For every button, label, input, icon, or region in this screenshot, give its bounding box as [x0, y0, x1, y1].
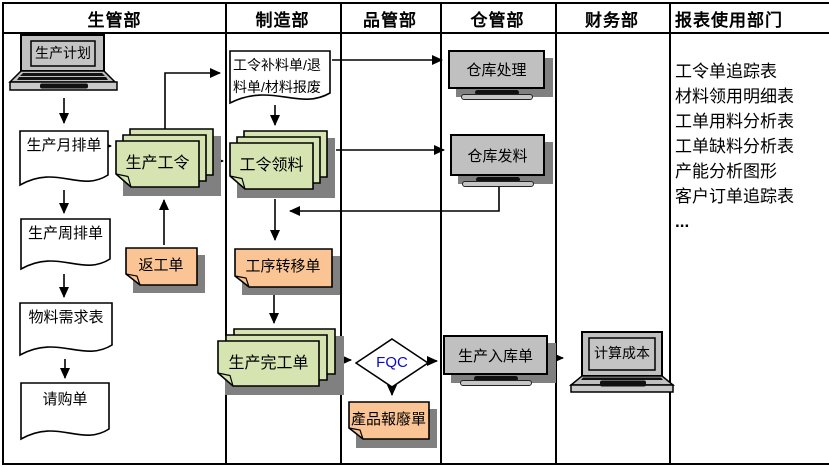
multi-document-shape	[115, 128, 221, 196]
reports-list: 工令单追踪表 材料领用明细表 工单用料分析表 工单缺料分析表 产能分析图形 客户…	[675, 59, 827, 234]
monthly-schedule-label: 生产月排单	[26, 137, 102, 154]
lane-header-manufacturing: 制造部	[255, 10, 310, 30]
product-scrap-note: 產品報廢單	[348, 401, 438, 450]
computer-stand-icon	[476, 177, 520, 182]
weekly-schedule-label: 生产周排单	[27, 225, 103, 242]
report-item: 工令单追踪表	[675, 62, 777, 81]
fqc-label: FQC	[376, 353, 408, 371]
production-work-order-label: 生产工令	[125, 155, 190, 172]
work-order-requisition-label: 工令领料	[239, 157, 304, 174]
document-shape	[19, 130, 109, 187]
process-transfer-label: 工序转移单	[245, 258, 321, 276]
warehouse-processing-box: 仓库处理	[448, 50, 545, 89]
note-shape	[125, 247, 205, 293]
production-plan-node: 生产计划	[8, 33, 120, 95]
header-divider	[4, 32, 829, 34]
warehouse-processing-node: 仓库处理	[448, 50, 558, 108]
computer-base-icon	[462, 181, 534, 187]
laptop-icon	[8, 34, 118, 91]
laptop-icon	[568, 331, 676, 393]
report-item: 材料领用明细表	[675, 87, 794, 106]
purchase-request-doc: 请购单	[20, 382, 112, 446]
lane-divider-3	[440, 4, 442, 463]
multi-document-shape	[217, 328, 344, 395]
process-transfer-note: 工序转移单	[234, 248, 341, 297]
computer-base-icon	[460, 380, 532, 386]
note-shape	[348, 401, 437, 448]
document-shape	[20, 218, 111, 271]
lane-header-finance: 财务部	[585, 10, 639, 30]
lane-header-quality: 品管部	[363, 10, 417, 30]
production-work-order-stack: 生产工令	[115, 128, 222, 198]
production-warehousing-node: 生产入库单	[443, 335, 561, 395]
production-warehousing-box: 生产入库单	[443, 335, 548, 375]
note-shape	[234, 248, 340, 295]
arrow-workorder-to-supplement	[164, 68, 221, 129]
report-item: 产能分析图形	[675, 162, 777, 181]
report-item-ellipsis: ...	[675, 212, 690, 231]
lane-divider-5	[669, 4, 671, 463]
production-completion-stack: 生产完工单	[217, 328, 346, 397]
weekly-schedule-doc: 生产周排单	[20, 218, 113, 276]
report-item: 工单用料分析表	[675, 112, 794, 131]
lane-header-warehouse: 仓管部	[470, 10, 525, 30]
lane-divider-1	[225, 4, 227, 463]
production-plan-label: 生产计划	[35, 44, 91, 61]
work-order-requisition-stack: 工令领料	[229, 130, 336, 200]
fqc-diamond: FQC	[355, 338, 429, 388]
product-scrap-label: 產品報廢單	[350, 410, 426, 428]
cost-calculation-label: 计算成本	[594, 345, 650, 362]
diamond-shape	[355, 338, 429, 388]
rework-note: 返工单	[125, 247, 206, 295]
monthly-schedule-doc: 生产月排单	[19, 130, 111, 192]
computer-stand-icon	[474, 376, 518, 381]
supplement-return-scrap-doc: 工令补料单/退料单/材料报废	[229, 50, 333, 110]
production-completion-label: 生产完工单	[228, 354, 309, 372]
report-item: 工单缺料分析表	[675, 137, 794, 156]
computer-stand-icon	[475, 90, 519, 95]
material-requirements-doc: 物料需求表	[19, 302, 115, 362]
purchase-request-label: 请购单	[42, 391, 88, 408]
warehouse-issue-node: 仓库发料	[450, 134, 560, 194]
computer-base-icon	[461, 94, 533, 100]
rework-note-label: 返工单	[138, 256, 184, 274]
lane-header-report-users: 报表使用部门	[675, 10, 783, 30]
multi-document-shape	[229, 130, 335, 198]
document-shape	[19, 302, 113, 357]
lane-divider-4	[555, 4, 557, 463]
document-shape	[20, 382, 110, 441]
material-requirements-label: 物料需求表	[28, 309, 104, 326]
report-item: 客户订单追踪表	[675, 187, 794, 206]
warehouse-issue-box: 仓库发料	[450, 134, 545, 176]
lane-divider-2	[340, 4, 342, 463]
document-shape	[229, 50, 331, 105]
lane-header-production-control: 生管部	[87, 10, 142, 30]
cost-calculation-node: 计算成本	[567, 330, 679, 396]
supplement-return-scrap-label: 工令补料单/退料单/材料报废	[233, 57, 321, 96]
